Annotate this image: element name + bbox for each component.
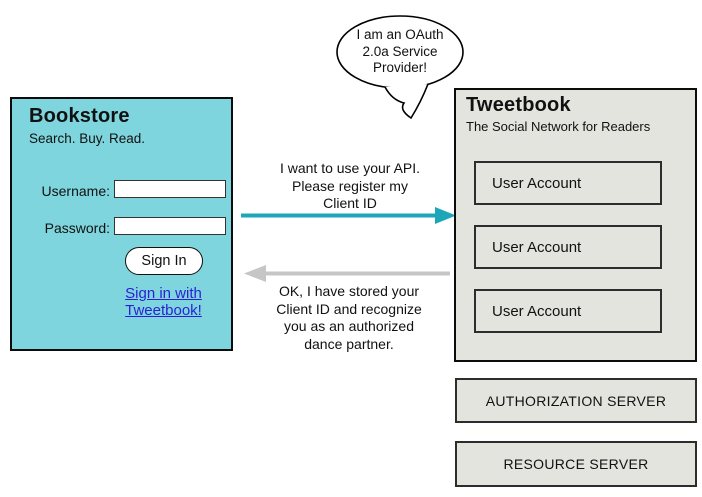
bookstore-tagline: Search. Buy. Read.: [29, 131, 146, 146]
bookstore-panel: Bookstore Search. Buy. Read. Username: P…: [10, 97, 233, 351]
user-account-box: User Account: [474, 225, 662, 269]
username-input[interactable]: [114, 180, 226, 198]
resource-server-box: RESOURCE SERVER: [455, 441, 697, 487]
speech-bubble-tail: [384, 83, 429, 120]
authorization-server-label: AUTHORIZATION SERVER: [485, 392, 667, 409]
request-message: I want to use your API. Please register …: [279, 160, 421, 211]
response-arrow: [244, 265, 450, 282]
user-account-label: User Account: [492, 238, 582, 256]
speech-bubble: [336, 15, 464, 120]
tweetbook-subtitle: The Social Network for Readers: [466, 119, 651, 134]
response-message: OK, I have stored your Client ID and rec…: [276, 283, 422, 352]
user-account-box: User Account: [474, 289, 662, 333]
user-account-label: User Account: [492, 174, 582, 192]
password-label: Password:: [44, 220, 110, 236]
tweetbook-title: Tweetbook: [466, 94, 571, 116]
username-label: Username:: [41, 183, 110, 199]
resource-server-label: RESOURCE SERVER: [503, 456, 649, 472]
password-input[interactable]: [114, 217, 226, 235]
request-arrow: [241, 207, 456, 224]
authorization-server-box: AUTHORIZATION SERVER: [455, 378, 697, 423]
sign-in-with-tweetbook-link[interactable]: Sign in with Tweetbook!: [125, 285, 202, 319]
user-account-box: User Account: [474, 161, 662, 205]
sign-in-button[interactable]: Sign In: [125, 247, 203, 275]
speech-bubble-text: I am an OAuth 2.0a Service Provider!: [356, 27, 444, 75]
bookstore-title: Bookstore: [29, 105, 130, 127]
user-account-label: User Account: [492, 302, 582, 320]
tweetbook-panel: Tweetbook The Social Network for Readers…: [454, 88, 697, 362]
